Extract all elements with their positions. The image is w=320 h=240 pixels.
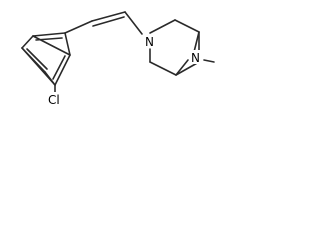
bicyclic-bond-4 xyxy=(149,61,177,76)
methyl-bond xyxy=(203,59,215,63)
ring-bond-1 xyxy=(64,32,71,56)
bicyclic-bond-5 xyxy=(175,61,200,76)
ring-bond-6 xyxy=(32,32,66,37)
ring-cross-bond-1 xyxy=(32,35,71,56)
bridge-nitrogen-label: N xyxy=(191,51,200,65)
benzene-ring xyxy=(21,32,71,86)
chain-bond-1 xyxy=(64,20,93,34)
chain-double-bond xyxy=(91,11,126,22)
ring-bond-5 xyxy=(21,35,34,49)
ring-bond-2 xyxy=(54,54,71,86)
atom-ring-nitrogen: N xyxy=(143,34,155,49)
ring-nitrogen-label: N xyxy=(145,35,154,49)
ring-double-bond-2 xyxy=(26,48,48,70)
bicyclic-ring xyxy=(149,19,215,76)
atom-bridge-nitrogen: N xyxy=(189,50,201,65)
bicyclic-bond-2 xyxy=(174,19,200,33)
chlorine-label: Cl xyxy=(48,93,60,107)
ring-double-bond-3 xyxy=(52,55,66,80)
molecule-diagram: Cl N N xyxy=(0,0,239,117)
ring-cross-bond-2 xyxy=(21,47,56,86)
bridge-bond-2 xyxy=(175,59,189,76)
bridge-bond-1 xyxy=(193,31,200,53)
chain-double-bond-inner xyxy=(92,16,125,27)
chain-bond-2 xyxy=(124,11,143,35)
propenyl-chain xyxy=(64,11,143,35)
bicyclic-bond-1 xyxy=(149,19,176,34)
molecule-structure: Cl N N xyxy=(21,11,215,107)
atom-chlorine: Cl xyxy=(47,92,65,107)
